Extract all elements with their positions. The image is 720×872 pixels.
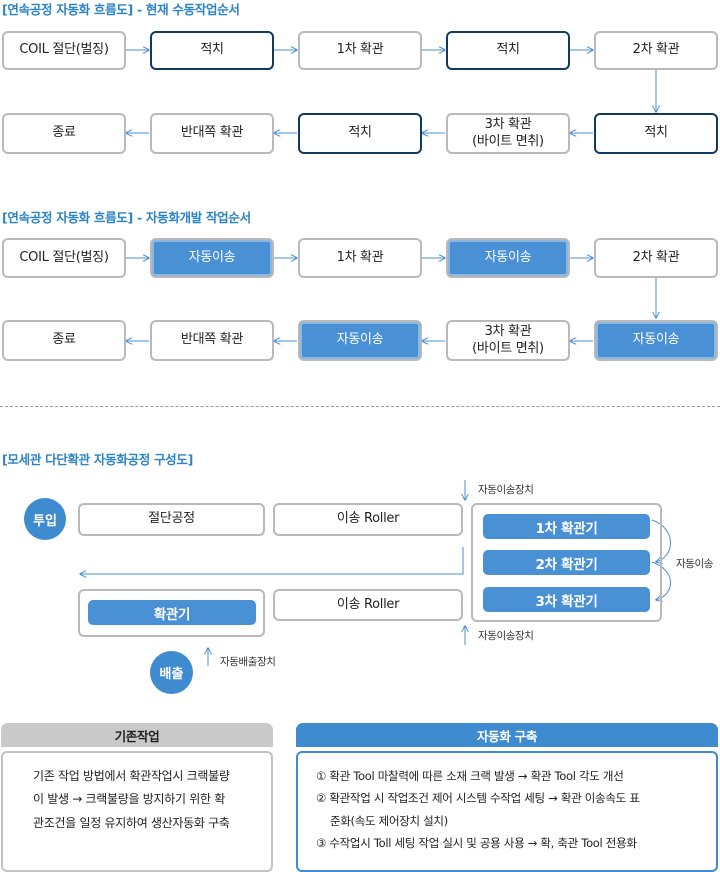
automation-line-1: ① 확관 Tool 마찰력에 따른 소재 크랙 발생 → 확관 Tool 각도 … [316, 769, 624, 783]
label-discharge: 자동배출장치 [220, 656, 276, 668]
s1-r1-step-4: 적치 [446, 31, 570, 70]
transfer-roller-bottom: 이송 Roller [273, 589, 463, 621]
section2-title: [연속공정 자동화 흐름도] - 자동화개발 작업순서 [2, 210, 251, 225]
transfer-roller-top: 이송 Roller [273, 503, 463, 536]
s2-r2-step-2: 반대쪽 확관 [150, 320, 274, 361]
existing-line-1: 기존 작업 방법에서 확관작업시 크랙불량 [33, 769, 230, 783]
s2-r2-step-4: 3차 확관 (바이트 면취) [446, 320, 570, 361]
s2-r1-step-4: 자동이송 [446, 238, 570, 278]
s1-r1-step-2: 적치 [150, 31, 274, 70]
expander-3: 3차 확관기 [483, 587, 650, 612]
s2-r2-step-3: 자동이송 [298, 320, 422, 361]
s1-r1-step-5: 2차 확관 [594, 31, 718, 70]
arrow-return [80, 547, 464, 574]
s1-r1-step-3: 1차 확관 [298, 31, 422, 70]
expander-group [471, 503, 662, 622]
existing-panel: 기존 작업 방법에서 확관작업시 크랙불량 이 발생 → 크랙불량을 방지하기 … [1, 751, 273, 872]
cutting-process-box: 절단공정 [78, 503, 265, 536]
section1-title: [연속공정 자동화 흐름도] - 현재 수동작업순서 [2, 2, 240, 17]
s1-r2-step-5: 적치 [594, 113, 718, 154]
s2-r1-step-1: COIL 절단(벌징) [2, 238, 126, 278]
automation-panel: ① 확관 Tool 마찰력에 따른 소재 크랙 발생 → 확관 Tool 각도 … [296, 751, 718, 872]
s2-r1-step-2: 자동이송 [150, 238, 274, 278]
final-expander: 확관기 [88, 600, 256, 625]
s1-r2-step-3: 적치 [298, 113, 422, 154]
existing-header: 기존작업 [1, 723, 273, 747]
automation-line-3: 준화(속도 제어장치 설치) [330, 813, 448, 828]
automation-line-2: ② 확관작업 시 작업조건 제어 시스템 수작업 세팅 → 확관 이송속도 표 [316, 791, 640, 806]
s2-r1-step-3: 1차 확관 [298, 238, 422, 278]
s1-r2-step-4: 3차 확관 (바이트 면취) [446, 113, 570, 154]
input-circle: 투입 [24, 498, 66, 540]
s1-r1-step-1: COIL 절단(벌징) [2, 31, 126, 70]
s1-r2-step-1: 종료 [2, 113, 126, 154]
label-auto-transfer: 자동이송 [676, 558, 714, 570]
existing-line-2: 이 발생 → 크랙불량을 방지하기 위한 확 [33, 792, 225, 807]
s2-r2-step-1: 종료 [2, 320, 126, 361]
existing-line-3: 관조건을 일정 유지하여 생산자동화 구축 [33, 815, 230, 830]
final-expander-frame [78, 589, 265, 637]
s2-r2-step-5: 자동이송 [594, 320, 718, 361]
automation-line-4: ③ 수작업시 Toll 세팅 작업 실시 및 공용 사용 → 확, 축관 Too… [316, 836, 637, 851]
automation-header: 자동화 구축 [296, 723, 718, 747]
expander-2: 2차 확관기 [483, 550, 650, 575]
section3-title: [모세관 다단확관 자동화공정 구성도] [2, 452, 193, 467]
section-divider [0, 406, 720, 407]
s2-r1-step-5: 2차 확관 [594, 238, 718, 278]
label-transfer-bottom: 자동이송장치 [478, 630, 534, 642]
s1-r2-step-2: 반대쪽 확관 [150, 113, 274, 154]
expander-1: 1차 확관기 [483, 514, 650, 539]
output-circle: 배출 [150, 651, 193, 694]
label-transfer-top: 자동이송장치 [478, 484, 534, 496]
